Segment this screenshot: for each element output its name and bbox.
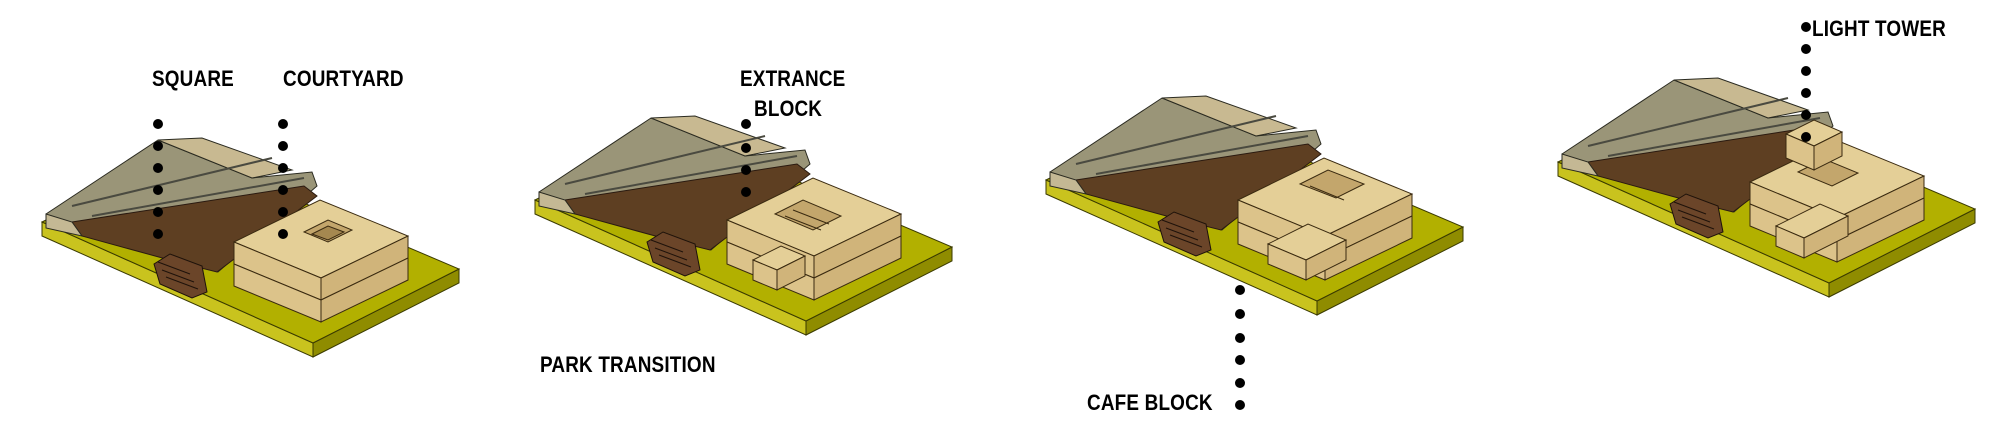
label-block: BLOCK [754, 96, 823, 121]
leader-extrance-block [741, 119, 751, 197]
label-park-transition: PARK TRANSITION [540, 352, 716, 377]
label-courtyard: COURTYARD [283, 66, 404, 91]
label-cafe-block: CAFE BLOCK [1087, 390, 1213, 415]
leader-light-tower [1801, 22, 1811, 142]
model-square-courtyard [41, 137, 460, 358]
model-cafe [1045, 95, 1464, 316]
model-light-tower [1557, 77, 1976, 298]
label-light-tower: LIGHT TOWER [1812, 16, 1946, 41]
leader-cafe [1235, 285, 1245, 410]
label-extrance: EXTRANCE [740, 66, 846, 91]
label-square: SQUARE [152, 66, 234, 91]
leader-square [153, 119, 163, 239]
leader-courtyard [278, 119, 288, 239]
